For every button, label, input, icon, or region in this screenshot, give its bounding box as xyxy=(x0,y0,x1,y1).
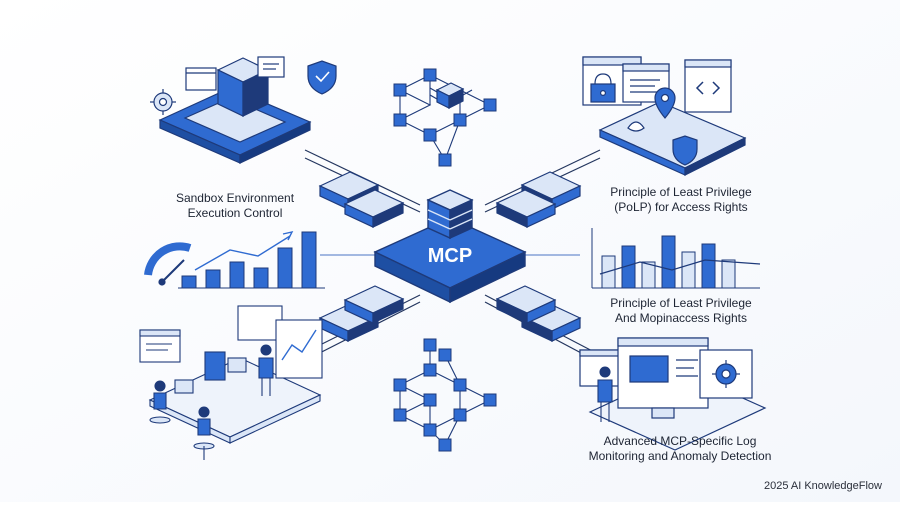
shield-icon xyxy=(307,60,337,95)
lock-icon xyxy=(590,73,616,103)
gear-icon xyxy=(150,89,176,115)
sandbox-illustration xyxy=(158,56,312,164)
person-icon xyxy=(258,344,274,396)
gauge-icon xyxy=(144,242,192,286)
code-icon xyxy=(695,81,721,95)
gear-icon xyxy=(712,360,740,388)
plug-icon xyxy=(429,82,473,109)
shield-icon xyxy=(672,135,698,166)
label-log-monitoring: Advanced MCP-Specific Log Monitoring and… xyxy=(560,434,800,464)
server-icon xyxy=(426,189,474,240)
footer-credit: 2025 AI KnowledgeFlow xyxy=(763,480,882,492)
mcp-hub-label: MCP xyxy=(428,245,472,267)
person-icon xyxy=(193,406,215,460)
label-logging-line1: Advanced MCP-Specific Log xyxy=(603,434,757,448)
label-polp-line2: (PoLP) for Access Rights xyxy=(614,200,748,214)
top-network-nodes xyxy=(393,68,497,167)
person-icon xyxy=(597,366,613,422)
map-pin-icon xyxy=(627,87,676,132)
office-scene xyxy=(139,305,323,444)
mcp-hub xyxy=(373,189,527,304)
label-sandbox-line2: Execution Control xyxy=(187,206,283,220)
label-logging-line2: Monitoring and Anomaly Detection xyxy=(588,449,772,463)
label-polp2-line2: And Mopinaccess Rights xyxy=(614,311,748,325)
label-sandbox-line1: Sandbox Environment xyxy=(175,191,295,205)
label-least-privilege-secondary: Principle of Least Privilege And Mopinac… xyxy=(566,296,796,326)
person-icon xyxy=(149,380,171,424)
label-sandbox-environment: Sandbox Environment Execution Control xyxy=(140,191,330,221)
polp-illustration xyxy=(582,56,747,176)
left-bar-chart xyxy=(178,230,325,289)
label-polp2-line1: Principle of Least Privilege xyxy=(610,296,752,310)
right-bar-chart xyxy=(591,228,761,289)
label-least-privilege: Principle of Least Privilege (PoLP) for … xyxy=(566,185,796,215)
bottom-network-nodes xyxy=(393,338,497,452)
connector-blocks xyxy=(318,171,582,342)
label-polp-line1: Principle of Least Privilege xyxy=(610,185,752,199)
